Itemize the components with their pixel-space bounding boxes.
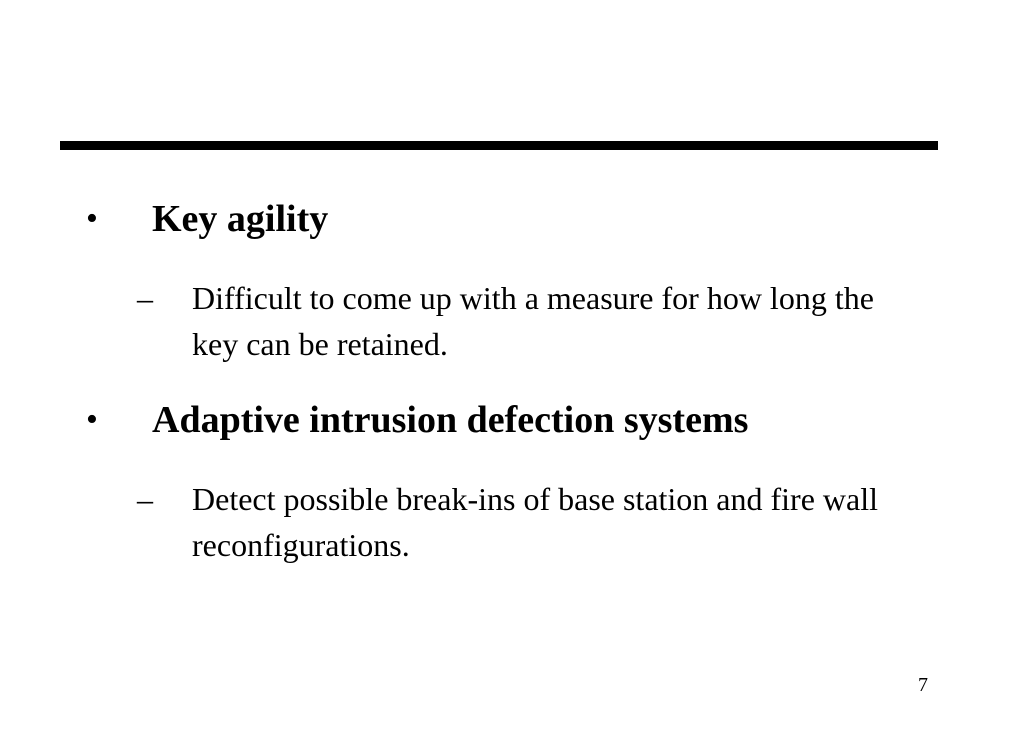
sub-bullet-marker: – [137,481,153,517]
sub-bullet-key-retention: Difficult to come up with a measure for … [192,280,874,362]
page-number: 7 [918,674,928,696]
bullet-marker: • [86,401,98,438]
sub-bullet-marker: – [137,280,153,316]
bullet-heading-intrusion-detection: Adaptive intrusion defection systems [152,399,749,441]
sub-bullet-break-ins: Detect possible break-ins of base statio… [192,481,878,563]
bullet-marker: • [86,200,98,237]
title-divider [60,141,938,150]
bullet-heading-key-agility: Key agility [152,198,329,240]
